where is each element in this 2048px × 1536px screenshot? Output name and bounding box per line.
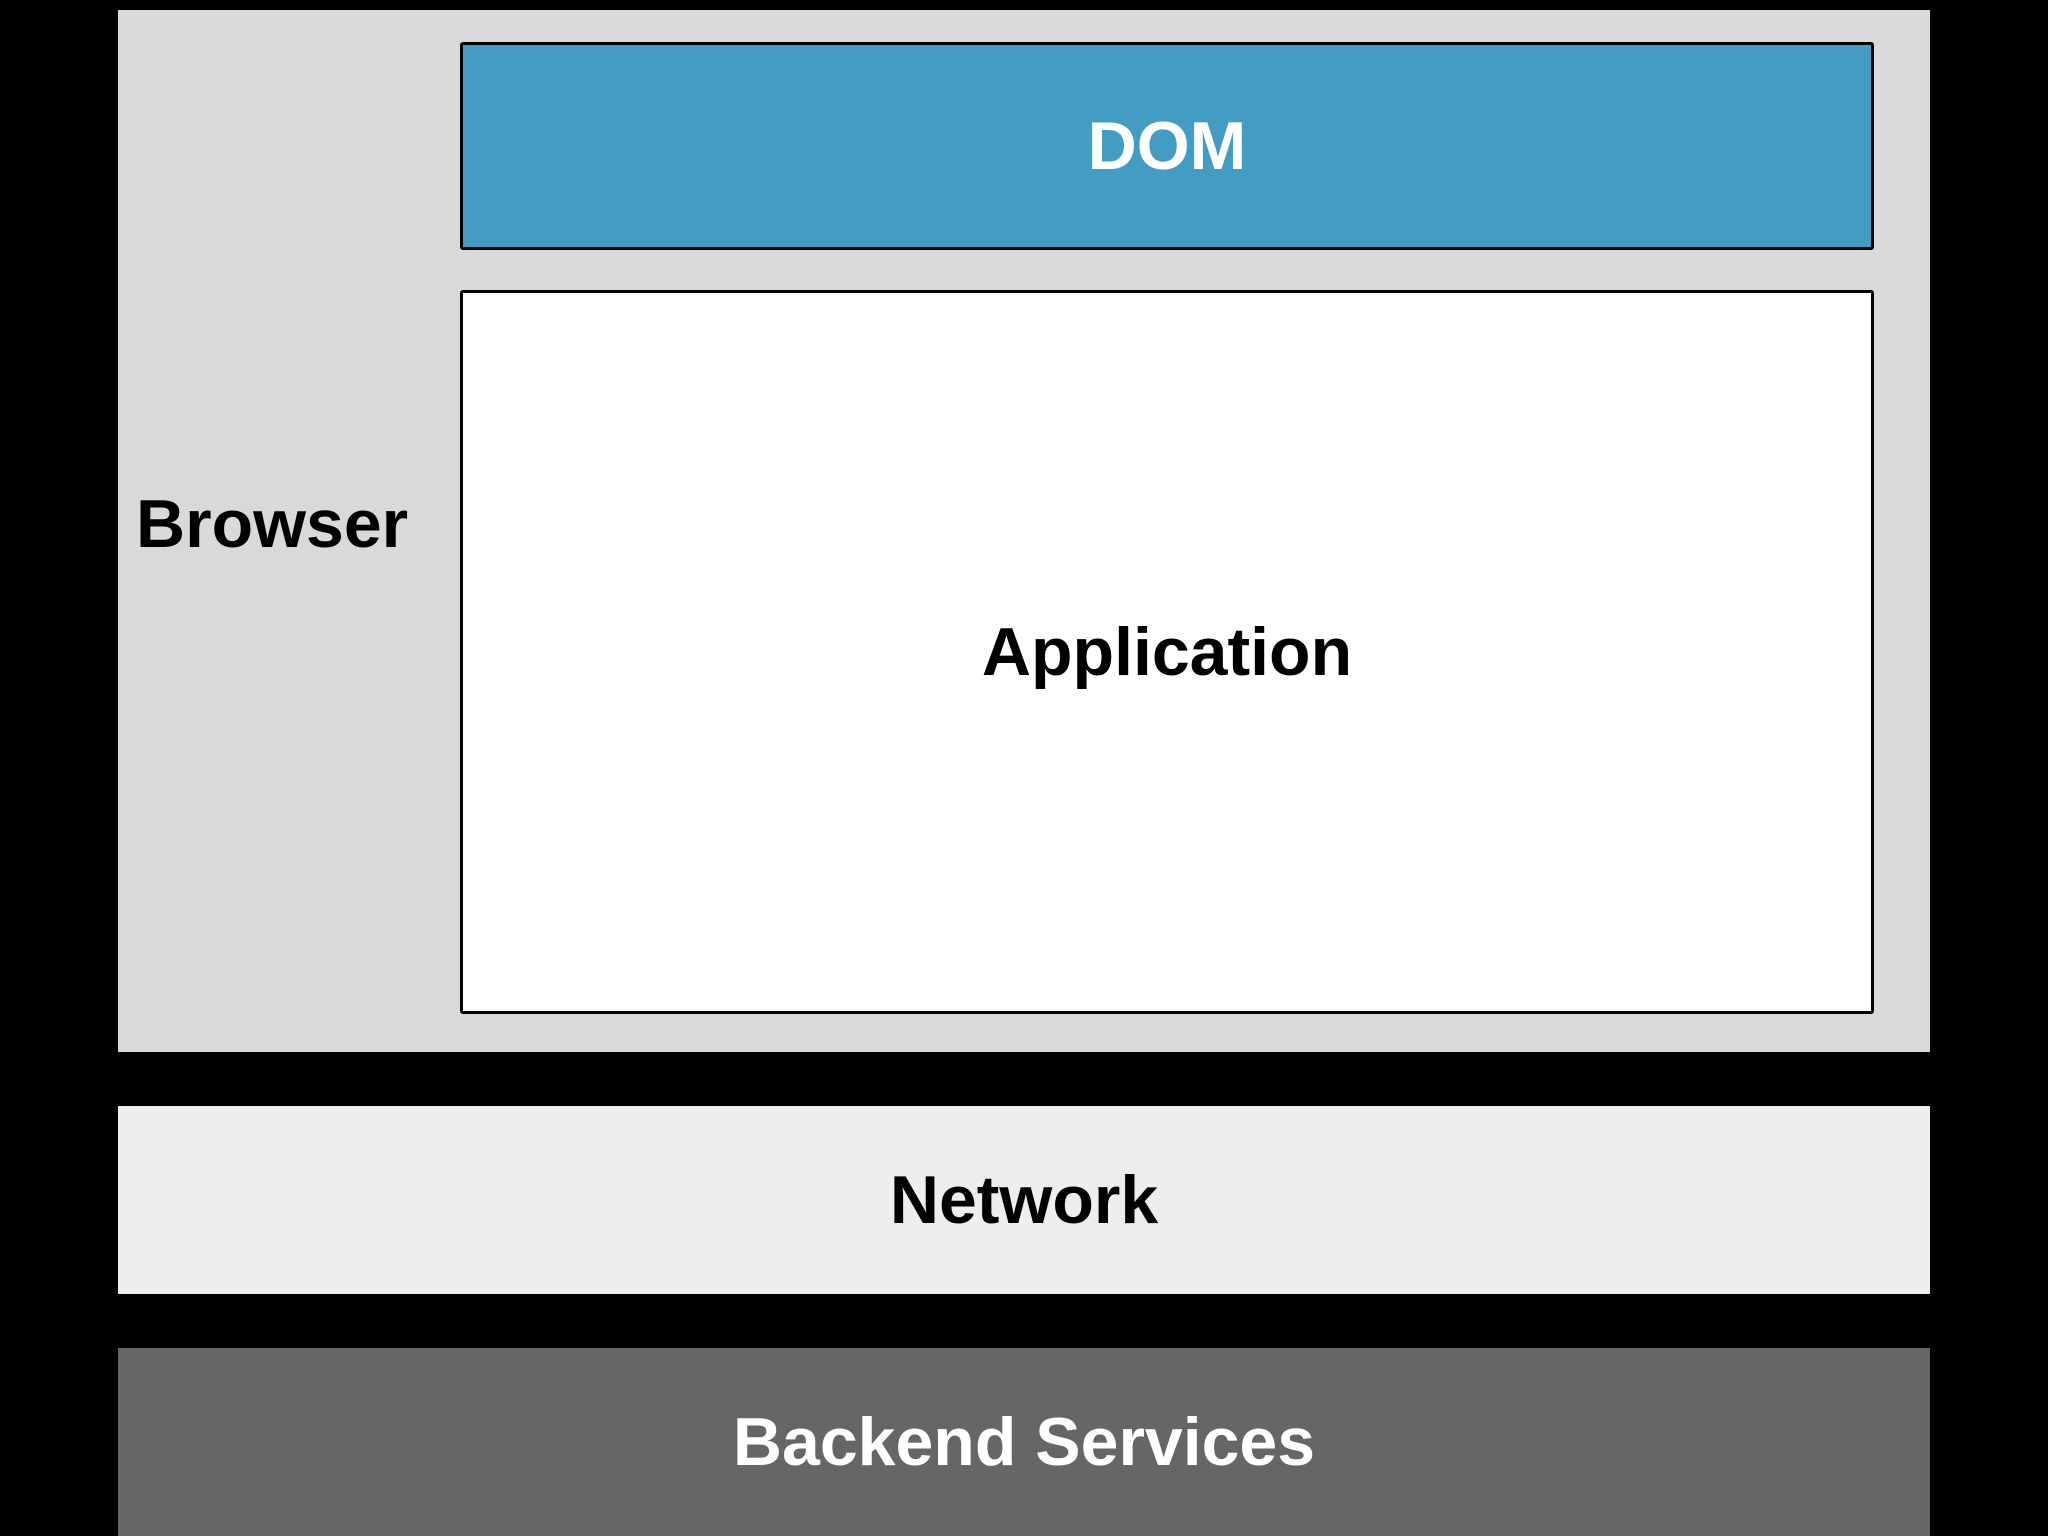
dom-box: DOM xyxy=(460,42,1874,250)
application-box: Application xyxy=(460,290,1874,1014)
backend-services-layer: Backend Services xyxy=(118,1348,1930,1536)
network-label: Network xyxy=(889,1162,1159,1238)
browser-label: Browser xyxy=(136,486,409,562)
backend-services-label: Backend Services xyxy=(732,1404,1316,1480)
network-layer: Network xyxy=(118,1106,1930,1294)
application-label: Application xyxy=(981,614,1353,690)
dom-label: DOM xyxy=(1087,108,1247,184)
